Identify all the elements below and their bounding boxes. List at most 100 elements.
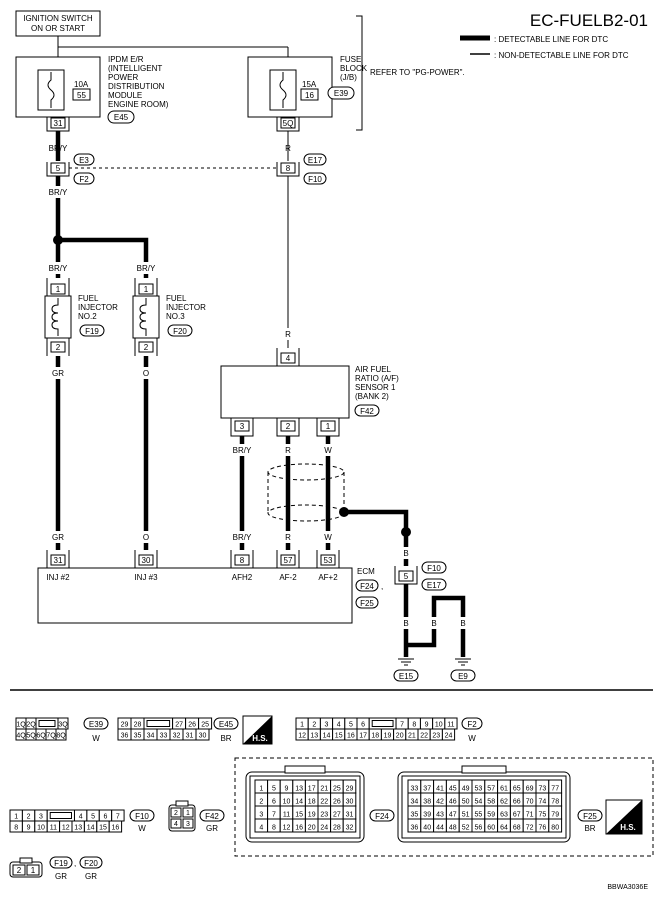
pin-11: 11 [283, 812, 290, 819]
pin-36: 36 [121, 733, 129, 740]
pin-71: 71 [526, 812, 534, 819]
joint-left-pin: 5 [56, 164, 61, 173]
ipdm-label-3: POWER [108, 73, 138, 82]
pin-14: 14 [295, 799, 303, 806]
pin-73: 73 [539, 786, 547, 793]
pin-44: 44 [436, 825, 444, 832]
fuse-icon [47, 72, 55, 108]
pin-7: 7 [116, 814, 120, 821]
connector-slot [38, 720, 56, 727]
pin-13: 13 [295, 786, 303, 793]
pin-76: 76 [539, 825, 547, 832]
pin-13: 13 [310, 733, 318, 740]
conn-f2-id: F2 [467, 720, 477, 729]
pin-7Q: 7Q [46, 733, 56, 740]
pin-2: 2 [312, 722, 316, 729]
ipdm-fuse-no: 55 [77, 91, 86, 100]
jb-connector: E39 [334, 89, 349, 98]
af-label-4: (BANK 2) [355, 392, 389, 401]
pin-27: 27 [175, 722, 183, 729]
joint-right-pin: 8 [286, 164, 291, 173]
wire-label-w: W [324, 446, 332, 455]
wire-label-bry-afh-2: BR/Y [233, 533, 252, 542]
pin-8: 8 [14, 825, 18, 832]
wire-label-gr-2: GR [52, 533, 64, 542]
inj3-connector: F20 [173, 327, 187, 336]
wire-label-bry-inj3: BR/Y [137, 264, 156, 273]
pin-9: 9 [27, 825, 31, 832]
pin-41: 41 [436, 786, 444, 793]
wire-label-gr: GR [52, 369, 64, 378]
ecm-conn-2: F25 [360, 599, 374, 608]
ecm-pin-53: 53 [324, 556, 333, 565]
pin-37: 37 [423, 786, 431, 793]
pin-30: 30 [199, 733, 207, 740]
pin-3Q: 3Q [58, 722, 68, 729]
wire-label-w-2: W [324, 533, 332, 542]
conn-f19-sep: , [74, 859, 76, 868]
wire-label-r-af-2: R [285, 533, 291, 542]
pin-5: 5 [91, 814, 95, 821]
pin-38: 38 [423, 799, 431, 806]
shield-drain-wire [344, 509, 409, 532]
pin-36: 36 [411, 825, 419, 832]
pin-78: 78 [551, 799, 559, 806]
pin-1Q: 1Q [16, 722, 26, 729]
pin-49: 49 [462, 786, 470, 793]
conn-f42-id: F42 [205, 812, 219, 821]
pin-2: 2 [27, 814, 31, 821]
jb-fuse-amp: 15A [302, 80, 317, 89]
pin-60: 60 [487, 825, 495, 832]
ipdm-label-1: IPDM E/R [108, 55, 144, 64]
connector-slot [49, 812, 72, 819]
pin-66: 66 [513, 799, 521, 806]
wire-label-r-2: R [285, 330, 291, 339]
conn-f20-color: GR [85, 872, 97, 881]
pin-6: 6 [272, 799, 276, 806]
pin-26: 26 [188, 722, 196, 729]
ground-e9: E9 [458, 672, 468, 681]
pin-39: 39 [423, 812, 431, 819]
pin-24: 24 [320, 825, 328, 832]
wire-label-b: B [403, 549, 408, 558]
pin-13: 13 [74, 825, 82, 832]
connector-slot [146, 720, 171, 727]
pin-45: 45 [449, 786, 457, 793]
pin-6: 6 [361, 722, 365, 729]
f19-pin-1: 1 [31, 866, 36, 875]
pin-18: 18 [308, 799, 316, 806]
pin-2Q: 2Q [26, 722, 36, 729]
pin-59: 59 [487, 812, 495, 819]
pin-52: 52 [462, 825, 470, 832]
af-connector: F42 [360, 407, 374, 416]
pin-72: 72 [526, 825, 534, 832]
pin-31: 31 [186, 733, 194, 740]
pin-1: 1 [14, 814, 18, 821]
inj3-label-2: INJECTOR [166, 303, 206, 312]
inj2-pin-top: 1 [56, 285, 61, 294]
ecm-conn-1: F24 [360, 582, 374, 591]
pin-12: 12 [298, 733, 306, 740]
shield-top [267, 463, 345, 481]
pin-34: 34 [411, 799, 419, 806]
pin-31: 31 [346, 812, 354, 819]
wire-bry-branch [58, 237, 149, 278]
ipdm-connector: E45 [114, 113, 129, 122]
pin-25: 25 [201, 722, 209, 729]
pin-24: 24 [445, 733, 453, 740]
pin-11: 11 [50, 825, 57, 832]
gnd-joint-bot: E17 [427, 581, 442, 590]
pin-35: 35 [411, 812, 419, 819]
pin-4: 4 [259, 825, 263, 832]
footer-code: BBWA3036E [607, 884, 648, 891]
pin-33: 33 [160, 733, 168, 740]
pin-2: 2 [259, 799, 263, 806]
ipdm-label-5: MODULE [108, 91, 142, 100]
pin-10: 10 [37, 825, 45, 832]
pin-57: 57 [487, 786, 495, 793]
pin-28: 28 [134, 722, 142, 729]
joint-left-top: E3 [79, 156, 89, 165]
